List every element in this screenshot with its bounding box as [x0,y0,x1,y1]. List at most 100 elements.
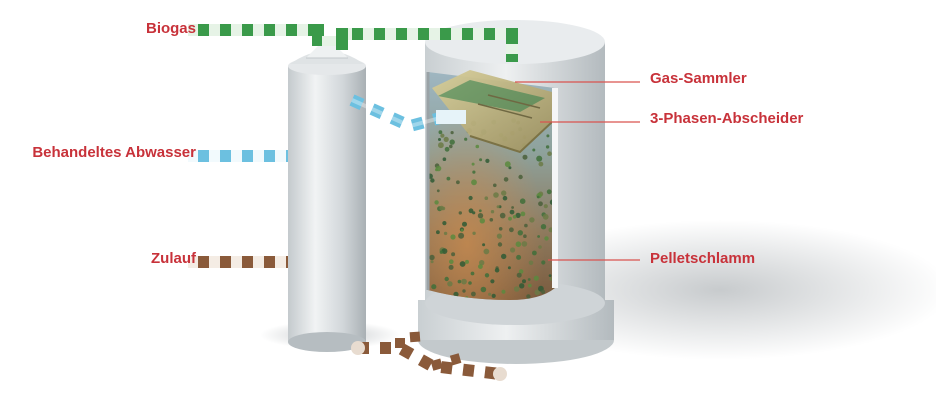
sludge-pellet [549,277,553,281]
label-gas-collector: Gas-Sammler [650,70,747,87]
sludge-pellet [431,284,437,290]
sludge-pellet [541,289,546,294]
sludge-pellet [544,236,549,241]
sludge-pellet [538,245,542,249]
sludge-pellet [526,294,531,299]
sludge-pellet [485,158,490,163]
sludge-pellet [541,260,546,265]
sludge-pellet [479,158,483,162]
sludge-pellet [490,279,495,284]
sludge-pellet [515,212,521,218]
label-pellet-sludge: Pelletschlamm [650,250,756,267]
sludge-pellet [479,218,485,224]
sludge-pellet [439,205,444,211]
sludge-pellet [536,195,540,199]
sludge-pellet [501,190,507,196]
sludge-pellet [471,179,477,186]
sludge-pellet [494,267,500,273]
sludge-pellet [451,252,456,257]
sludge-pellet [498,227,503,231]
sludge-pellet [497,242,503,247]
sludge-pellet [430,178,435,183]
reactor-cutaway [426,70,558,300]
sludge-pellet [438,130,443,135]
sludge-pellet [501,253,507,260]
sludge-pellet [491,293,496,298]
sludge-pellet [484,196,489,200]
sludge-pellet [460,228,464,232]
sludge-pellet [449,259,454,265]
sludge-pellet [508,166,512,170]
sludge-pellet [462,221,467,227]
sludge-pellet [499,212,506,219]
sludge-pellet [545,145,550,149]
sludge-pellet [471,291,476,297]
sludge-pellet [520,211,526,217]
sludge-pellet [527,278,531,281]
sludge-pellet [443,136,449,142]
sludge-pellet [453,291,459,297]
treated-wastewater-pipe [188,94,466,162]
sludge-pellet [534,289,541,296]
sludge-pellet [464,137,468,141]
label-biogas: Biogas [145,20,196,37]
sludge-pellet [504,161,511,168]
sludge-pellet [493,183,497,188]
sludge-pellet [503,177,509,182]
sludge-pellet [468,195,473,201]
sludge-pellet [546,134,550,138]
sludge-pellet [479,260,485,266]
sludge-pellet [436,189,440,193]
sludge-pellet [472,170,476,174]
sludge-pellet [462,289,466,293]
sludge-pellet [512,215,517,219]
sludge-pellet [447,281,453,287]
sludge-pellet [524,223,528,228]
sludge-pellet [546,189,552,195]
sludge-pellet [459,261,466,267]
sludge-pellet [518,269,524,274]
sludge-pellet [468,281,472,285]
sludge-pellet [488,292,492,296]
sludge-pellet [472,211,476,215]
sludge-pellet [532,250,537,256]
sludge-pellet [509,247,516,253]
label-treated-wastewater: Behandeltes Abwasser [32,144,196,161]
sludge-pellet [440,133,445,138]
sludge-pellet [533,275,539,281]
sludge-pellet [443,231,448,236]
sludge-pellet [429,254,435,261]
sludge-pellet [493,192,499,198]
sludge-pellet [438,142,444,149]
sludge-pellet [450,234,456,240]
sludge-pellet [529,217,535,223]
sludge-pellet [468,208,474,214]
sludge-pellet [538,201,543,207]
biogas-pipe [188,24,518,62]
sludge-pellet [518,174,523,180]
sludge-pellet [508,216,512,221]
sludge-pellet [435,165,442,172]
sludge-pellet [450,131,454,135]
sludge-pellet [528,260,534,266]
sludge-pellet [482,243,486,247]
label-inflow: Zulauf [151,250,196,267]
sludge-pellet [436,230,440,235]
sludge-pellet [522,154,528,160]
sludge-pellet [515,241,522,247]
sludge-pellet [442,221,447,226]
sludge-pellet [501,289,506,294]
sludge-pellet [475,144,480,149]
sludge-pellet [446,176,451,181]
sludge-pellet [527,283,532,288]
sludge-pellet [537,235,540,238]
leader-lines [515,81,640,261]
sludge-pellet [536,155,543,162]
sludge-pellet [438,138,441,141]
sludge-pellet [444,146,450,152]
sludge-pellet [477,213,484,219]
sludge-pellet [522,279,526,284]
sludge-pellet [456,180,460,185]
settling-column [288,46,366,352]
